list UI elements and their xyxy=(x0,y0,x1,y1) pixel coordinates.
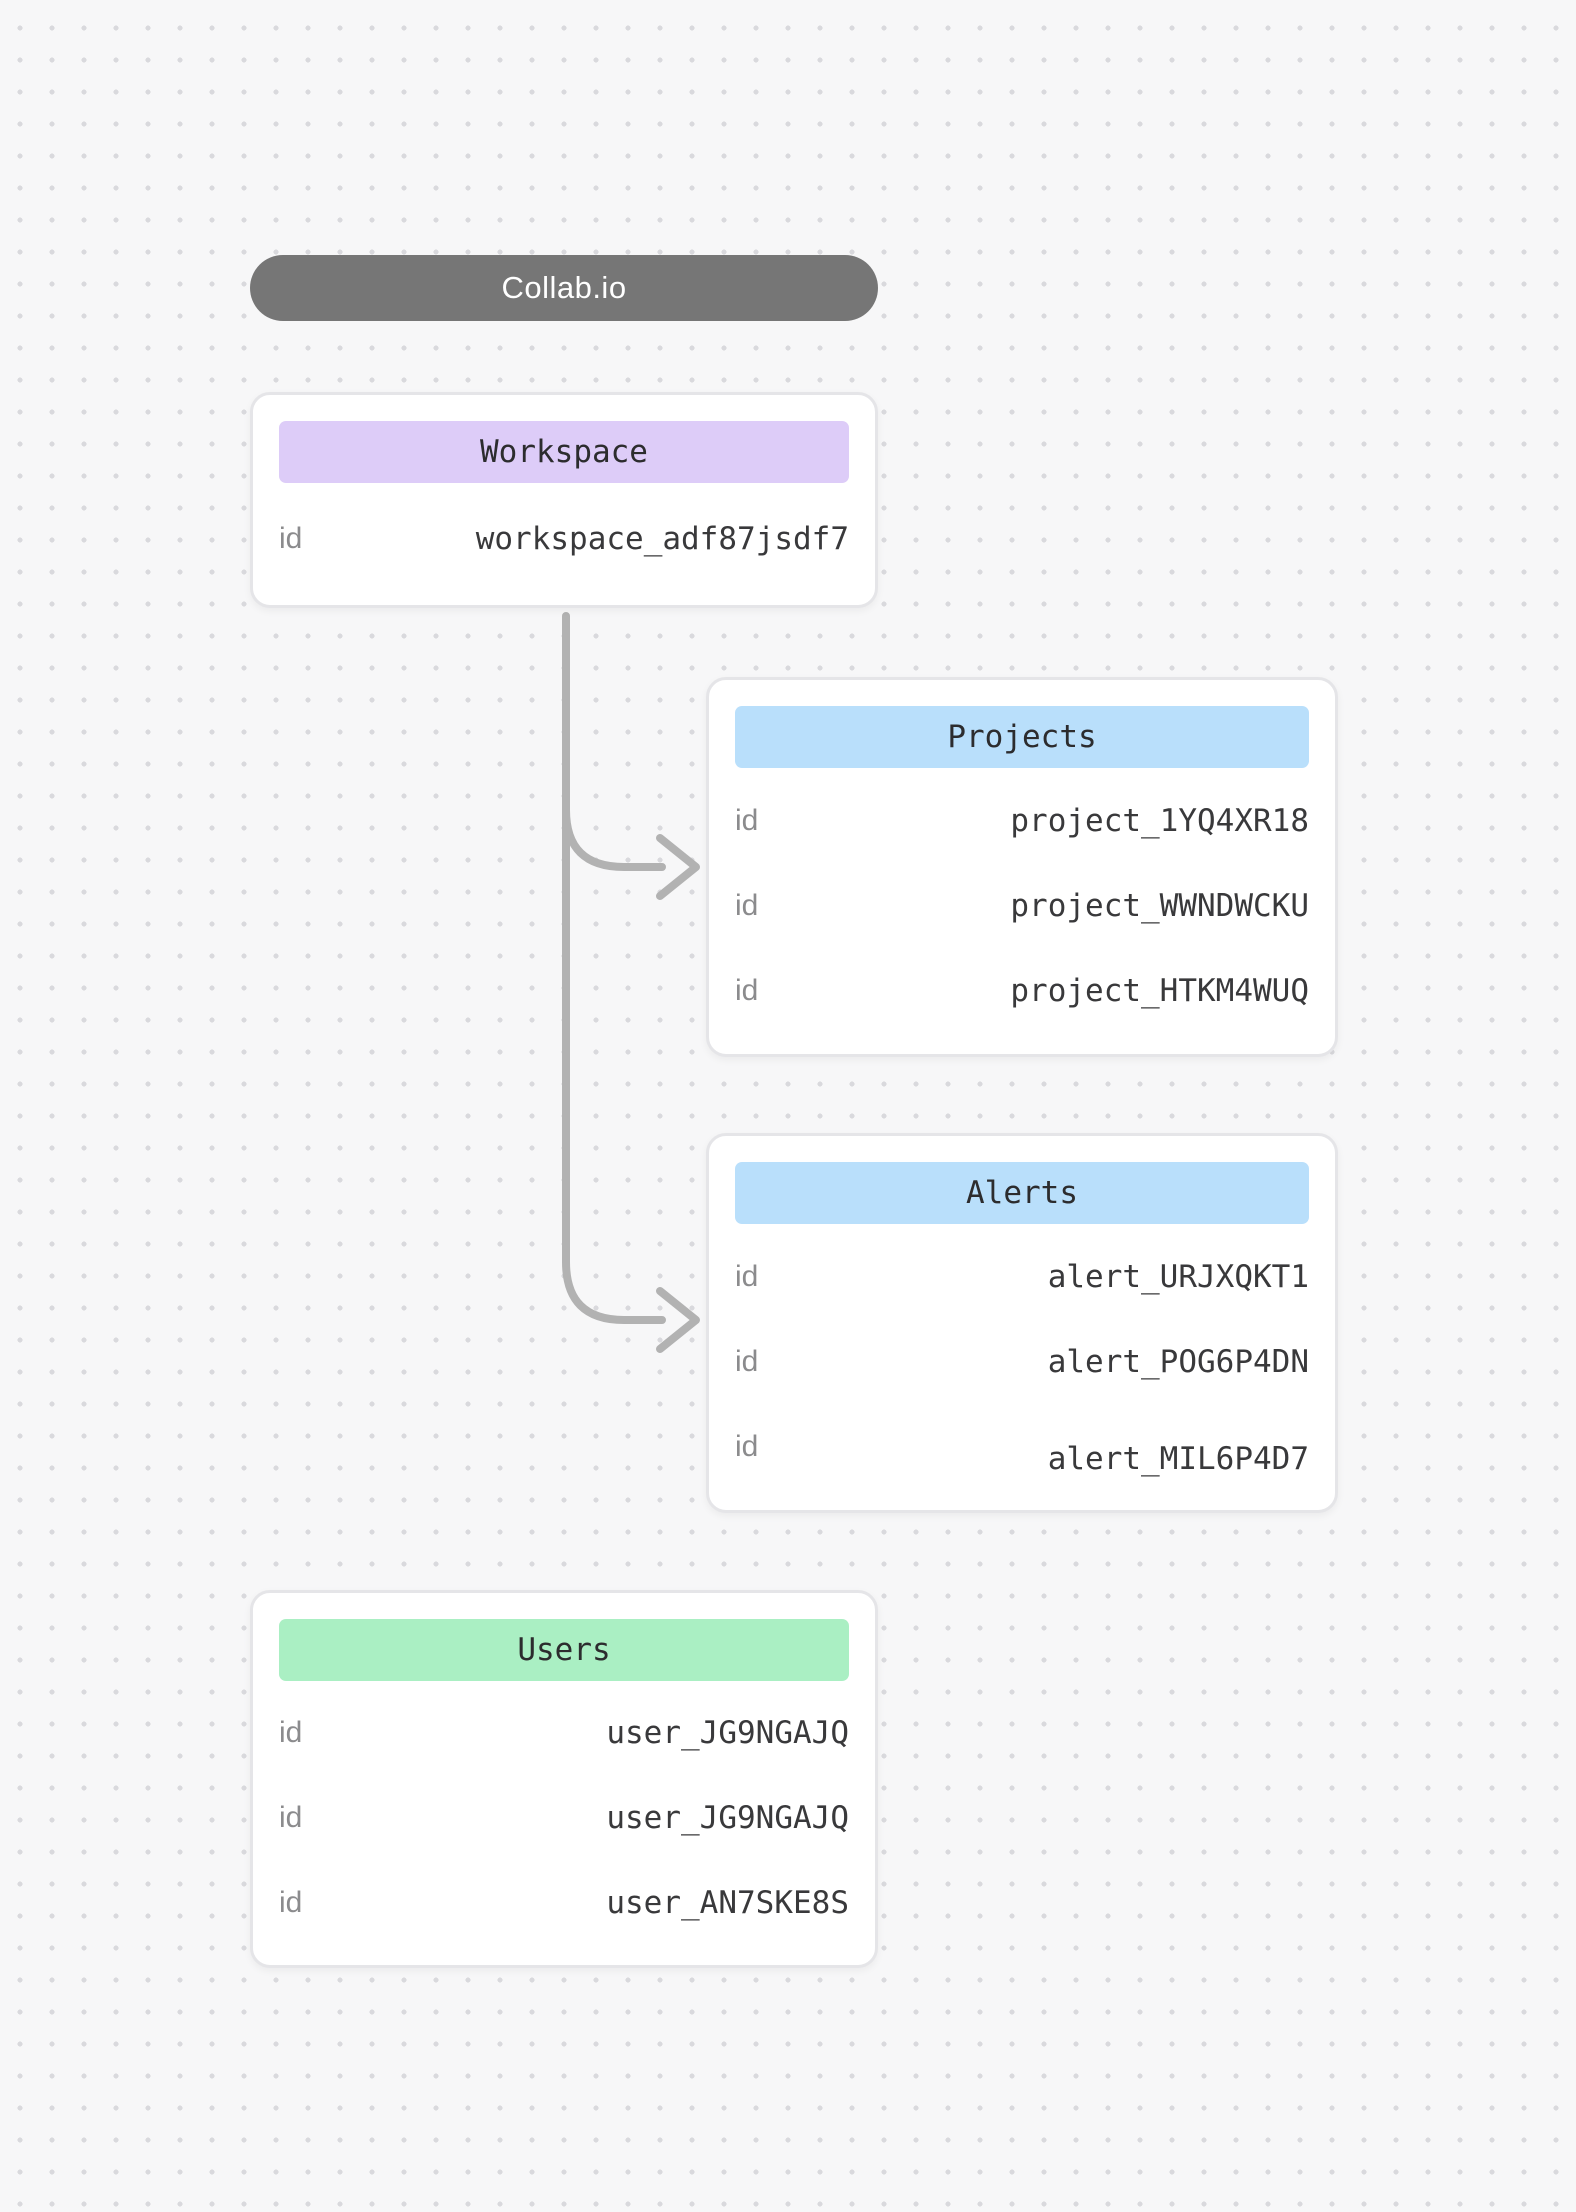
field-label: id xyxy=(735,1344,759,1378)
field-row: id project_WWNDWCKU xyxy=(735,863,1309,948)
alerts-node-title: Alerts xyxy=(966,1175,1078,1211)
field-row: id project_1YQ4XR18 xyxy=(735,778,1309,863)
field-label: id xyxy=(735,1259,759,1293)
field-value: alert_MIL6P4D7 xyxy=(1047,1441,1309,1478)
field-value: user_JG9NGAJQ xyxy=(606,1715,849,1752)
alerts-node[interactable]: Alerts id alert_URJXQKT1 id alert_POG6P4… xyxy=(706,1133,1338,1513)
arrowhead-icon xyxy=(656,1287,700,1353)
field-value: project_WWNDWCKU xyxy=(1010,887,1309,924)
workspace-node[interactable]: Workspace id workspace_adf87jsdf7 xyxy=(250,392,878,608)
field-row: id alert_POG6P4DN xyxy=(735,1319,1309,1404)
field-label: id xyxy=(735,803,759,837)
users-node[interactable]: Users id user_JG9NGAJQ id user_JG9NGAJQ … xyxy=(250,1590,878,1968)
projects-node-header: Projects xyxy=(735,706,1309,768)
field-row: id user_JG9NGAJQ xyxy=(279,1691,849,1776)
users-node-header: Users xyxy=(279,1619,849,1681)
projects-node-title: Projects xyxy=(947,719,1097,755)
arrowhead-icon xyxy=(656,834,700,900)
connector-workspace-alerts xyxy=(562,612,700,1353)
field-label: id xyxy=(735,974,759,1008)
app-title-pill[interactable]: Collab.io xyxy=(250,255,878,321)
field-label: id xyxy=(279,522,303,555)
workspace-node-title: Workspace xyxy=(480,434,648,470)
field-value: alert_URJXQKT1 xyxy=(1047,1258,1309,1295)
field-value: user_AN7SKE8S xyxy=(606,1884,849,1921)
field-row: id project_HTKM4WUQ xyxy=(735,949,1309,1034)
field-row: id alert_MIL6P4D7 xyxy=(735,1405,1309,1490)
field-row: id alert_URJXQKT1 xyxy=(735,1234,1309,1319)
field-label: id xyxy=(735,888,759,922)
field-value: workspace_adf87jsdf7 xyxy=(475,521,849,557)
users-node-title: Users xyxy=(517,1632,611,1668)
field-row: id workspace_adf87jsdf7 xyxy=(279,493,849,585)
field-label: id xyxy=(279,1801,303,1834)
field-value: user_JG9NGAJQ xyxy=(606,1800,849,1836)
app-title: Collab.io xyxy=(501,270,627,305)
field-row: id user_AN7SKE8S xyxy=(279,1860,849,1945)
field-label: id xyxy=(735,1430,759,1464)
projects-node[interactable]: Projects id project_1YQ4XR18 id project_… xyxy=(706,677,1338,1057)
field-value: project_1YQ4XR18 xyxy=(1010,802,1309,839)
field-value: alert_POG6P4DN xyxy=(1047,1343,1309,1380)
alerts-node-header: Alerts xyxy=(735,1162,1309,1224)
field-row: id user_JG9NGAJQ xyxy=(279,1776,849,1861)
workspace-node-header: Workspace xyxy=(279,421,849,483)
field-label: id xyxy=(279,1885,303,1919)
connector-workspace-projects xyxy=(562,806,700,900)
field-label: id xyxy=(279,1716,303,1750)
field-value: project_HTKM4WUQ xyxy=(1010,973,1309,1010)
